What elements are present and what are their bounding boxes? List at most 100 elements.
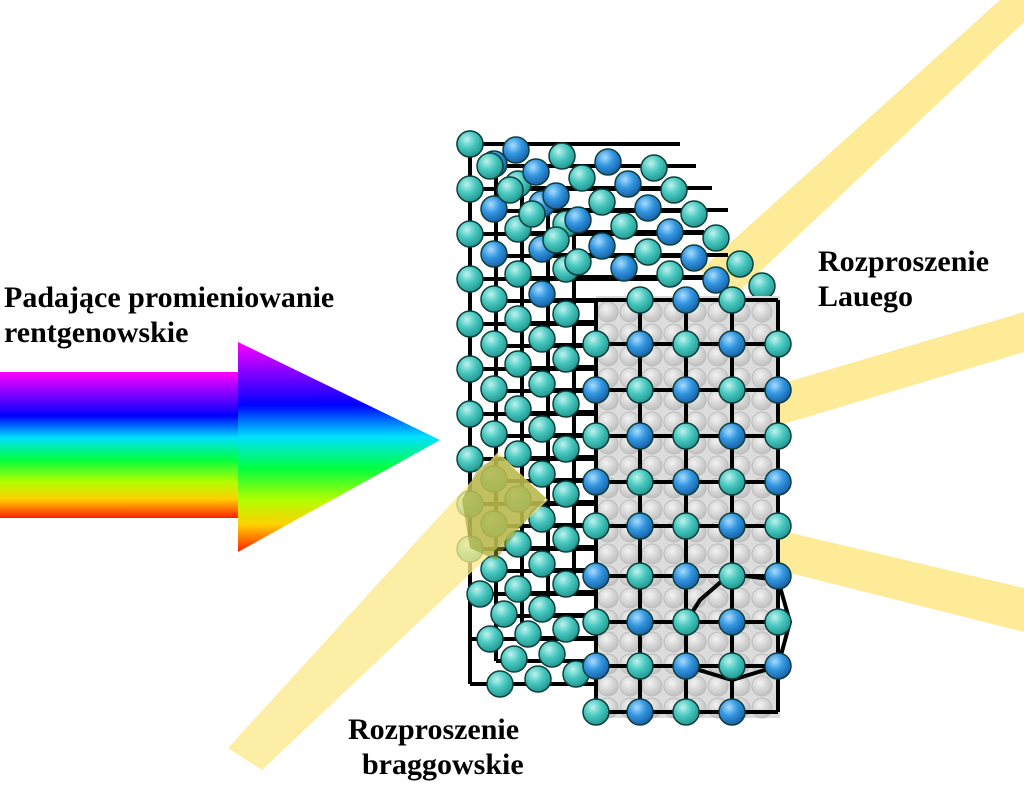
lattice-atom	[718, 422, 746, 450]
face-lattice-atoms	[582, 286, 792, 726]
lattice-atom	[672, 330, 700, 358]
lattice-atom	[626, 698, 654, 726]
lattice-atom	[518, 200, 546, 228]
background-atom	[685, 543, 707, 565]
lattice-atom	[672, 608, 700, 636]
lattice-atom	[764, 512, 792, 540]
lattice-atom	[480, 330, 508, 358]
lattice-atom	[568, 164, 596, 192]
background-atom	[751, 411, 773, 433]
lattice-atom	[486, 670, 514, 698]
lattice-atom	[528, 280, 556, 308]
lattice-atom	[672, 376, 700, 404]
lattice-atom	[680, 244, 708, 272]
lattice-atom	[504, 395, 532, 423]
background-atom	[663, 543, 685, 565]
background-atom	[751, 301, 773, 323]
lattice-atom	[626, 330, 654, 358]
lattice-atom	[718, 512, 746, 540]
incident-label-line2: rentgenowskie	[4, 316, 189, 350]
bragg-label-line2: braggowskie	[362, 748, 524, 782]
background-atom	[597, 587, 619, 609]
lattice-atom	[480, 195, 508, 223]
incident-beam-label: Padające promieniowanie rentgenowskie	[4, 280, 334, 351]
arrow-shaft	[0, 372, 240, 518]
lattice-atom	[582, 652, 610, 680]
laue-scattering-label: Rozproszenie Lauego	[818, 244, 989, 315]
lattice-atom	[456, 400, 484, 428]
background-atom	[619, 543, 641, 565]
background-atom	[641, 675, 663, 697]
lattice-atom	[672, 286, 700, 314]
lattice-atom	[552, 300, 580, 328]
lattice-atom	[718, 376, 746, 404]
lattice-atom	[528, 460, 556, 488]
lattice-atom	[672, 422, 700, 450]
lattice-atom	[552, 615, 580, 643]
background-atom	[597, 675, 619, 697]
lattice-atom	[476, 625, 504, 653]
lattice-atom	[610, 254, 638, 282]
lattice-atom	[626, 608, 654, 636]
lattice-atom	[640, 154, 668, 182]
bragg-scattering-label: Rozproszenie braggowskie	[348, 712, 524, 783]
lattice-atom	[500, 645, 528, 673]
lattice-atom	[480, 420, 508, 448]
lattice-atom	[514, 620, 542, 648]
laue-label-line2: Lauego	[818, 280, 914, 314]
lattice-atom	[726, 250, 754, 278]
lattice-atom	[764, 562, 792, 590]
lattice-atom	[764, 468, 792, 496]
lattice-atom	[490, 600, 518, 628]
lattice-atom	[672, 652, 700, 680]
background-atom	[707, 631, 729, 653]
lattice-atom	[764, 422, 792, 450]
lattice-atom	[718, 608, 746, 636]
background-atom	[751, 697, 773, 719]
lattice-atom	[610, 212, 638, 240]
lattice-atom	[582, 698, 610, 726]
lattice-atom	[564, 206, 592, 234]
lattice-atom	[528, 550, 556, 578]
lattice-atom	[528, 505, 556, 533]
lattice-atom	[456, 130, 484, 158]
lattice-atom	[456, 220, 484, 248]
background-atom	[751, 675, 773, 697]
lattice-atom	[634, 194, 662, 222]
laue-beam-upper	[700, 0, 1024, 300]
lattice-atom	[672, 562, 700, 590]
lattice-atom	[504, 440, 532, 468]
lattice-atom	[552, 570, 580, 598]
background-atom	[751, 587, 773, 609]
lattice-atom	[702, 224, 730, 252]
lattice-atom	[480, 285, 508, 313]
background-atom	[707, 587, 729, 609]
background-atom	[597, 543, 619, 565]
lattice-atom	[456, 265, 484, 293]
background-atom	[751, 499, 773, 521]
lattice-atom	[522, 158, 550, 186]
lattice-atom	[552, 345, 580, 373]
bragg-scattered-beam	[228, 452, 548, 770]
lattice-atom	[764, 608, 792, 636]
lattice-atom	[626, 652, 654, 680]
lattice-atom	[504, 575, 532, 603]
lattice-atom	[594, 148, 622, 176]
lattice-atom	[680, 200, 708, 228]
lattice-atom	[564, 248, 592, 276]
lattice-atom	[626, 562, 654, 590]
lattice-atom	[480, 555, 508, 583]
lattice-atom	[718, 562, 746, 590]
lattice-atom	[626, 286, 654, 314]
lattice-atom	[552, 525, 580, 553]
lattice-atom	[718, 330, 746, 358]
background-atom	[663, 675, 685, 697]
lattice-atom	[702, 266, 730, 294]
lattice-atom	[582, 562, 610, 590]
lattice-atom	[504, 350, 532, 378]
lattice-atom	[634, 238, 662, 266]
lattice-atom	[456, 355, 484, 383]
lattice-atom	[582, 468, 610, 496]
lattice-atom	[582, 608, 610, 636]
